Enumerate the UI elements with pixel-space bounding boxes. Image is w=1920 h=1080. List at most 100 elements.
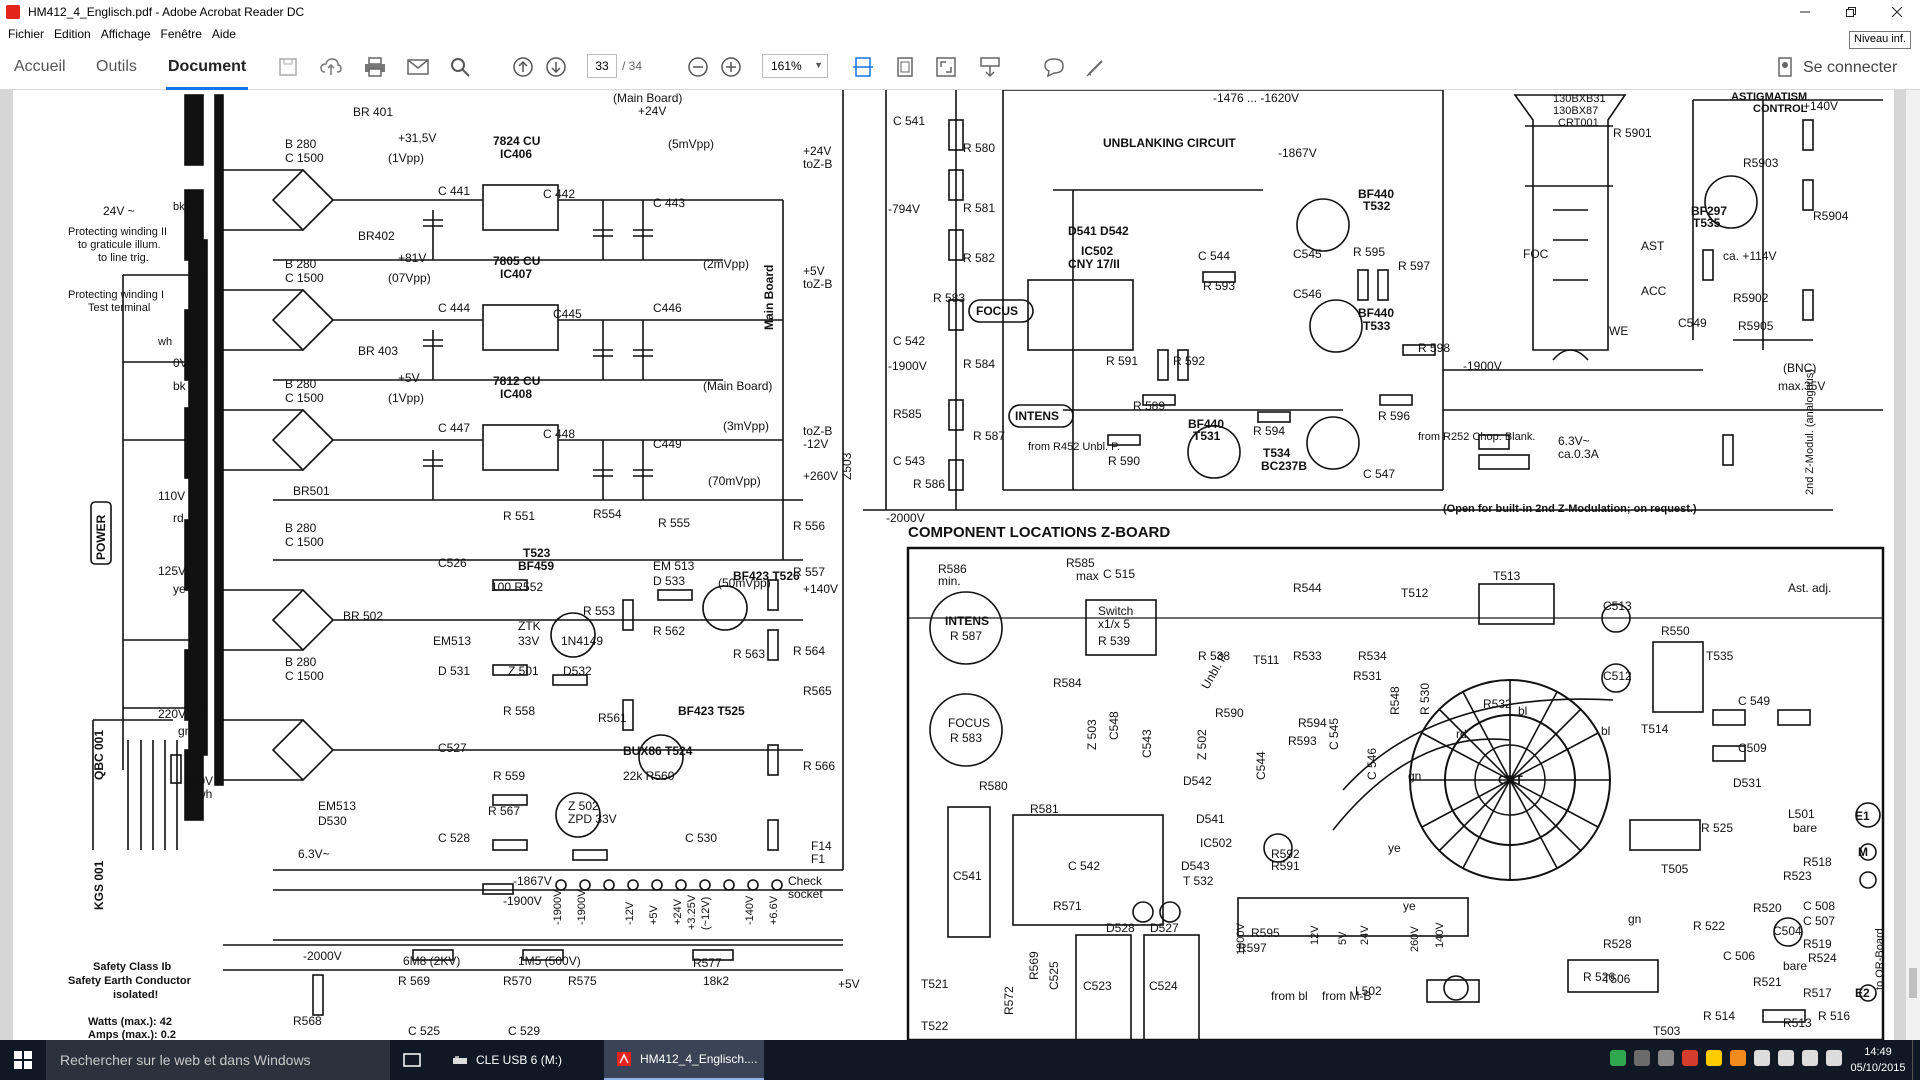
svg-text:D531: D531 [1733, 776, 1762, 790]
tooltip: Niveau inf. [1849, 31, 1911, 49]
menu-aide[interactable]: Aide [211, 27, 236, 41]
tray-usb-icon[interactable] [1658, 1050, 1674, 1066]
svg-text:C 508: C 508 [1803, 899, 1835, 913]
menu-affichage[interactable]: Affichage [100, 27, 151, 41]
battery-icon[interactable] [1778, 1050, 1794, 1066]
svg-text:R517: R517 [1803, 986, 1832, 1000]
start-button[interactable] [0, 1040, 46, 1080]
next-page-button[interactable] [544, 55, 568, 79]
svg-text:WE: WE [1609, 324, 1628, 338]
task-view-button[interactable] [400, 1048, 424, 1072]
svg-text:BF423 T526: BF423 T526 [733, 569, 800, 583]
zoom-out-button[interactable] [686, 55, 710, 79]
search-button[interactable] [448, 55, 472, 79]
svg-text:C548: C548 [1107, 711, 1121, 740]
svg-text:T506: T506 [1603, 972, 1631, 986]
svg-text:toZ-B: toZ-B [803, 424, 832, 438]
bridge-502 [223, 718, 335, 782]
usb-drive-icon [453, 1056, 467, 1064]
taskbar-clock[interactable]: 14:49 05/10/2015 [1848, 1044, 1908, 1076]
svg-text:R 553: R 553 [583, 604, 615, 618]
svg-text:R577: R577 [693, 956, 722, 970]
svg-text:R584: R584 [1053, 676, 1082, 690]
svg-text:1M5 (500V): 1M5 (500V) [518, 954, 581, 968]
close-button[interactable] [1874, 0, 1920, 24]
account-button[interactable] [1773, 55, 1797, 79]
menu-fichier[interactable]: Fichier [8, 27, 45, 41]
svg-text:R 555: R 555 [658, 516, 690, 530]
minimize-button[interactable] [1782, 0, 1828, 24]
vertical-scrollbar[interactable] [1906, 90, 1920, 1040]
svg-text:+140V: +140V [1803, 99, 1838, 113]
zoom-in-button[interactable] [719, 55, 743, 79]
svg-text:R561: R561 [598, 711, 627, 725]
menu-edition[interactable]: Edition [54, 27, 91, 41]
svg-text:+24V: +24V [672, 898, 684, 925]
tab-outils[interactable]: Outils [96, 58, 137, 75]
sign-in-link[interactable]: Se connecter [1803, 59, 1898, 76]
tray-chevron-icon[interactable] [1634, 1050, 1650, 1066]
svg-text:EM513: EM513 [318, 799, 356, 813]
chevron-down-icon: ▼ [814, 60, 823, 70]
menu-fenetre[interactable]: Fenêtre [160, 27, 202, 41]
tray-security-icon[interactable] [1682, 1050, 1698, 1066]
svg-text:24V: 24V [1359, 925, 1371, 945]
svg-text:R 582: R 582 [963, 251, 995, 265]
tab-accueil[interactable]: Accueil [14, 58, 66, 75]
svg-text:C541: C541 [953, 869, 982, 883]
svg-text:EM513: EM513 [433, 634, 471, 648]
svg-text:D541 D542: D541 D542 [1068, 224, 1129, 238]
svg-text:R 556: R 556 [793, 519, 825, 533]
print-button[interactable] [363, 55, 387, 79]
svg-text:C 528: C 528 [438, 831, 470, 845]
tray-app-icon[interactable] [1610, 1050, 1626, 1066]
upload-button[interactable] [319, 55, 343, 79]
svg-text:R 587: R 587 [950, 629, 982, 643]
windows-taskbar: Rechercher sur le web et dans Windows CL… [0, 1040, 1920, 1080]
arrow-up-circle-icon [513, 57, 533, 77]
sign-button[interactable] [1084, 55, 1108, 79]
restore-button[interactable] [1828, 0, 1874, 24]
show-desktop-button[interactable] [1912, 1040, 1920, 1080]
volume-icon[interactable] [1802, 1050, 1818, 1066]
svg-text:R 562: R 562 [653, 624, 685, 638]
svg-text:Z 502: Z 502 [1195, 729, 1209, 760]
svg-text:5V: 5V [1337, 931, 1349, 945]
notifications-icon[interactable] [1826, 1050, 1842, 1066]
zoom-select[interactable]: 161% ▼ [762, 54, 828, 78]
svg-text:ACC: ACC [1641, 284, 1667, 298]
taskbar-item-acrobat[interactable]: HM412_4_Englisch.... [604, 1040, 764, 1080]
svg-text:L501: L501 [1788, 807, 1815, 821]
svg-text:D532: D532 [563, 664, 592, 678]
scroll-mode-button[interactable] [978, 55, 1002, 79]
taskbar-item-usb[interactable]: CLE USB 6 (M:) [440, 1040, 600, 1080]
scrollbar-thumb[interactable] [1909, 968, 1917, 998]
tray-app2-icon[interactable] [1706, 1050, 1722, 1066]
svg-text:BF440: BF440 [1358, 187, 1394, 201]
fit-page-button[interactable] [893, 55, 917, 79]
svg-text:T532: T532 [1363, 199, 1391, 213]
cloud-upload-icon [320, 58, 342, 75]
search-icon [451, 58, 470, 77]
save-button[interactable] [276, 55, 300, 79]
previous-page-button[interactable] [511, 55, 535, 79]
svg-text:R585: R585 [1066, 556, 1095, 570]
tray-app3-icon[interactable] [1730, 1050, 1746, 1066]
svg-text:-2000V: -2000V [886, 511, 925, 525]
tab-document[interactable]: Document [168, 58, 247, 75]
full-screen-button[interactable] [934, 55, 958, 79]
fit-width-button[interactable] [851, 55, 875, 79]
svg-text:M: M [1858, 845, 1868, 859]
svg-text:IC406: IC406 [500, 147, 532, 161]
page-number-input[interactable]: 33 [587, 54, 617, 78]
taskbar-search-input[interactable]: Rechercher sur le web et dans Windows [46, 1040, 390, 1080]
svg-text:C 525: C 525 [408, 1024, 440, 1038]
svg-text:T503: T503 [1653, 1024, 1681, 1038]
comment-button[interactable] [1042, 55, 1066, 79]
wifi-icon[interactable] [1754, 1050, 1770, 1066]
svg-text:rd: rd [1456, 727, 1467, 741]
svg-text:R 526: R 526 [1583, 970, 1615, 984]
email-button[interactable] [406, 55, 430, 79]
svg-text:C 1500: C 1500 [285, 271, 324, 285]
svg-text:AST: AST [1641, 239, 1665, 253]
